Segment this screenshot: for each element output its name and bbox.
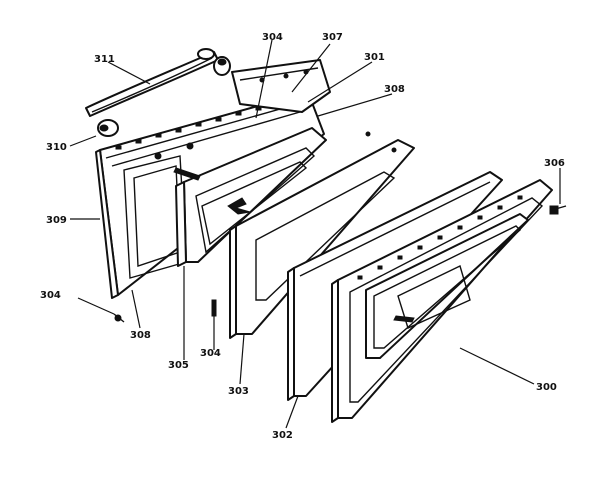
callout-308-left: 308 (130, 330, 151, 341)
clip-304 (211, 299, 217, 317)
callout-303: 303 (228, 386, 249, 397)
inner-glass-frame (173, 127, 327, 267)
callout-304-left: 304 (40, 290, 61, 301)
callout-306: 306 (544, 158, 565, 169)
callout-307: 307 (322, 32, 343, 43)
window-glass-panel (229, 131, 415, 339)
screw-304 (113, 313, 125, 323)
callout-310: 310 (46, 142, 67, 153)
callout-309: 309 (46, 215, 67, 226)
callout-304-mid: 304 (200, 348, 221, 359)
callout-308-right: 308 (384, 84, 405, 95)
leader-lines (69, 39, 561, 429)
callout-301: 301 (364, 52, 385, 63)
handle-end-cap (97, 119, 119, 137)
callout-labels: 311 310 309 304 304 308 305 304 303 302 … (40, 32, 565, 441)
callout-300: 300 (536, 382, 557, 393)
callout-305: 305 (168, 360, 189, 371)
door-handle (85, 48, 231, 117)
door-top-trim (231, 59, 331, 113)
outer-door-panel (331, 179, 553, 423)
screw-306 (549, 205, 567, 215)
callout-311: 311 (94, 54, 115, 65)
callout-304-top: 304 (262, 32, 283, 43)
callout-302: 302 (272, 430, 293, 441)
outer-panel-top-slots (357, 195, 523, 280)
